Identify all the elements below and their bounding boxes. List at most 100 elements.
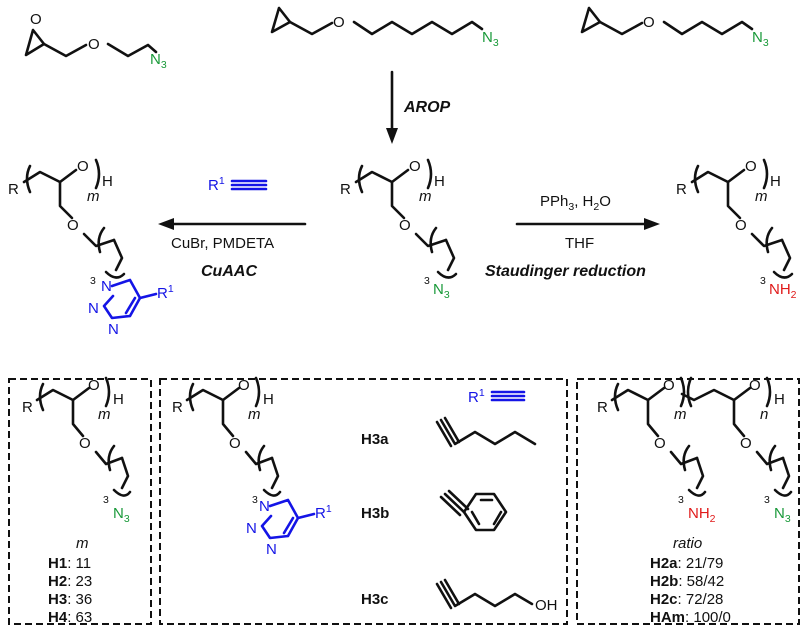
svg-text:O: O: [399, 217, 411, 234]
azide-label: N3: [752, 29, 769, 49]
svg-text:N: N: [266, 541, 277, 558]
svg-text:N3: N3: [774, 505, 791, 525]
svg-text:H: H: [774, 391, 785, 408]
svg-text:R: R: [340, 181, 351, 198]
svg-text:3: 3: [103, 494, 109, 506]
svg-text:N: N: [108, 321, 119, 338]
svg-text:Staudinger reduction: Staudinger reduction: [485, 263, 646, 280]
svg-text:R: R: [172, 399, 183, 416]
box1-polymer: R O m H O 3 N3: [22, 376, 132, 525]
table-row: H1: 11: [48, 555, 91, 572]
svg-text:O: O: [67, 217, 79, 234]
svg-text:THF: THF: [565, 235, 594, 252]
svg-text:PPh3, H2O: PPh3, H2O: [540, 193, 611, 213]
label-h3c: H3c: [361, 591, 389, 608]
svg-text:AROP: AROP: [403, 99, 451, 116]
svg-text:N: N: [88, 300, 99, 317]
svg-text:N: N: [101, 278, 112, 295]
box-homopolymers: [8, 378, 152, 625]
monomer-long: O N3: [270, 6, 499, 49]
azide-label: N3: [482, 29, 499, 49]
svg-text:m: m: [87, 188, 100, 205]
polymer-triazole-left: R O m H O 3 N N N R1: [8, 158, 174, 338]
svg-text:R: R: [676, 181, 687, 198]
svg-text:H: H: [434, 173, 445, 190]
svg-text:O: O: [740, 435, 752, 452]
svg-text:O: O: [79, 435, 91, 452]
svg-text:3: 3: [764, 494, 770, 506]
svg-text:R1: R1: [208, 175, 225, 194]
box3-copolymer: R O m O n H O 3 NH2 O 3 N3: [597, 376, 793, 525]
label-h3a: H3a: [361, 431, 389, 448]
svg-text:3: 3: [90, 275, 96, 287]
monomer-medium: O N3: [580, 6, 769, 49]
hexynol-structure: OH: [435, 578, 558, 614]
monomer-short: O O N3: [24, 11, 167, 71]
svg-text:O: O: [745, 158, 757, 175]
svg-text:R1: R1: [157, 283, 174, 302]
svg-text:N3: N3: [433, 281, 450, 301]
cuaac-arrow: R1 CuBr, PMDETA CuAAC: [158, 175, 307, 280]
table-row: H2c: 72/28: [650, 591, 723, 608]
svg-text:O: O: [88, 377, 100, 394]
box-copolymers: [576, 378, 800, 625]
box-triazole-polymers: [159, 378, 568, 625]
table-row: H2b: 58/42: [650, 573, 724, 590]
svg-text:O: O: [735, 217, 747, 234]
svg-text:O: O: [749, 377, 761, 394]
svg-text:m: m: [98, 406, 111, 423]
svg-text:H: H: [770, 173, 781, 190]
svg-text:R: R: [597, 399, 608, 416]
box2-alkyne-header: R1: [468, 387, 526, 406]
svg-text:O: O: [238, 377, 250, 394]
svg-text:R: R: [22, 399, 33, 416]
box3-header: ratio: [673, 535, 702, 552]
svg-text:3: 3: [760, 275, 766, 287]
svg-text:O: O: [229, 435, 241, 452]
table-row: H3: 36: [48, 591, 92, 608]
svg-text:R1: R1: [315, 503, 332, 522]
svg-text:O: O: [30, 11, 42, 28]
staudinger-arrow: PPh3, H2O THF Staudinger reduction: [485, 193, 660, 280]
svg-text:CuBr, PMDETA: CuBr, PMDETA: [171, 235, 274, 252]
svg-text:O: O: [643, 14, 655, 31]
table-row: HAm: 100/0: [650, 609, 731, 626]
svg-text:3: 3: [424, 275, 430, 287]
svg-text:OH: OH: [535, 597, 558, 614]
box2-polymer: R O m H O 3 N N N R1: [172, 376, 332, 558]
polymer-amine-right: R O m H O 3 NH2: [676, 158, 797, 301]
table-row: H4: 63: [48, 609, 92, 626]
hexyne-structure: [435, 416, 537, 448]
svg-text:3: 3: [252, 494, 258, 506]
svg-text:O: O: [663, 377, 675, 394]
svg-text:O: O: [77, 158, 89, 175]
svg-text:O: O: [654, 435, 666, 452]
svg-text:O: O: [333, 14, 345, 31]
phenylacetylene-structure: [439, 489, 508, 532]
svg-text:NH2: NH2: [769, 281, 797, 301]
svg-text:m: m: [755, 188, 768, 205]
svg-text:R: R: [8, 181, 19, 198]
label-h3b: H3b: [361, 505, 389, 522]
box3-rows: H2a: 21/79 H2b: 58/42 H2c: 72/28 HAm: 10…: [650, 555, 731, 626]
polymer-azide-center: R O m H O 3 N3: [340, 158, 458, 301]
svg-text:N: N: [246, 520, 257, 537]
svg-text:N3: N3: [113, 505, 130, 525]
svg-text:R1: R1: [468, 387, 485, 406]
svg-text:n: n: [760, 406, 768, 423]
table-row: H2: 23: [48, 573, 92, 590]
svg-text:H: H: [102, 173, 113, 190]
azide-label: N3: [150, 51, 167, 71]
svg-text:CuAAC: CuAAC: [201, 263, 257, 280]
svg-text:O: O: [409, 158, 421, 175]
svg-text:m: m: [419, 188, 432, 205]
svg-text:m: m: [674, 406, 687, 423]
svg-text:H: H: [263, 391, 274, 408]
box1-rows: H1: 11 H2: 23 H3: 36 H4: 63: [48, 555, 92, 626]
box1-header: m: [76, 535, 89, 552]
svg-text:3: 3: [678, 494, 684, 506]
svg-text:m: m: [248, 406, 261, 423]
svg-text:O: O: [88, 36, 100, 53]
svg-text:NH2: NH2: [688, 505, 716, 525]
